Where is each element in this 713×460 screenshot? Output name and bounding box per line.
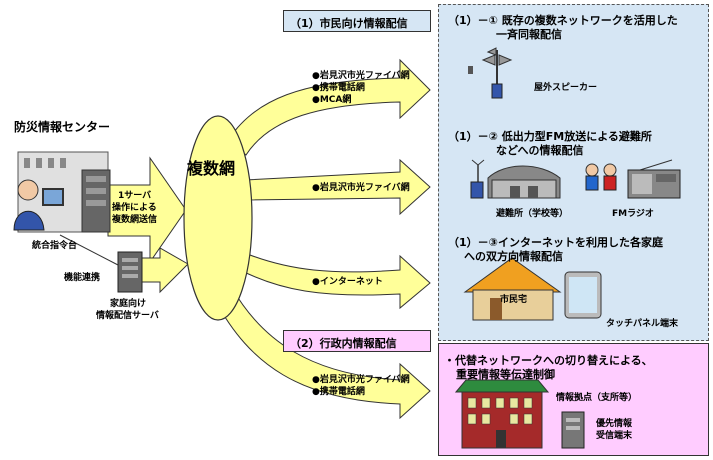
panel3-title-2: への双方向情報配信 (464, 250, 563, 263)
terminal-label-2: 受信端末 (596, 431, 633, 441)
arrow-route-4 (214, 287, 431, 420)
priority-terminal-icon (561, 411, 585, 449)
radio-label: FMラジオ (612, 209, 654, 219)
gov-header: （2）行政内情報配信 (290, 337, 397, 350)
panel1-title-2: 一斉同報配信 (496, 28, 562, 41)
server-icon (117, 251, 143, 293)
route2-label: ●岩見沢市光ファイバ網 (312, 183, 410, 193)
panel3-title-1: （1）－③インターネットを利用した各家庭 (448, 236, 663, 249)
route4-label-1: ●岩見沢市光ファイバ網 (312, 375, 410, 385)
center-title: 防災情報センター (14, 120, 111, 134)
info-base-building-icon (454, 379, 550, 449)
route1-label-3: ●MCA網 (312, 95, 352, 105)
speaker-label: 屋外スピーカー (534, 83, 598, 93)
panel1-title-1: （1）－① 既存の複数ネットワークを活用した (448, 14, 678, 27)
house-label: 市民宅 (500, 295, 528, 305)
shelter-label: 避難所（学校等） (496, 209, 569, 219)
house-icon (463, 257, 562, 321)
server-label-2: 情報配信サーバ (96, 311, 159, 321)
antenna-icon (470, 159, 485, 199)
arrow-route-3 (239, 254, 431, 310)
speaker-icon (468, 47, 513, 99)
route4-label-2: ●携帯電話網 (312, 387, 365, 397)
info-base-label: 情報拠点（支所等） (556, 393, 638, 403)
link-label: 機能連携 (64, 273, 101, 283)
route1-label-1: ●岩見沢市光ファイバ網 (312, 71, 410, 81)
fm-radio-icon (627, 159, 681, 199)
tablet-icon (564, 271, 602, 319)
terminal-label-1: 優先情報 (596, 419, 633, 429)
arrow-return (139, 247, 189, 294)
citizen-header: （1）市民向け情報配信 (290, 17, 408, 30)
panel4-title-2: 重要情報等伝達制御 (456, 368, 555, 381)
gov-header-box: （2）行政内情報配信 (283, 330, 431, 352)
arrow-route-2 (244, 158, 431, 216)
arrow-operation (107, 156, 187, 264)
command-desk-label: 統合指令台 (32, 241, 78, 251)
tablet-label: タッチパネル端末 (606, 319, 679, 329)
center-building-icon (13, 151, 111, 233)
route1-label-2: ●携帯電話網 (312, 83, 365, 93)
hub-label: 複数網 (187, 159, 236, 178)
operation-text-2: 操作による (112, 203, 157, 213)
operation-text-3: 複数網送信 (112, 215, 158, 225)
panel2-title-2: などへの情報配信 (496, 144, 584, 157)
route3-label: ●インターネット (312, 277, 383, 287)
citizen-header-box: （1）市民向け情報配信 (283, 10, 431, 32)
server-label-1: 家庭向け (110, 299, 147, 309)
panel4-title-1: ・代替ネットワークへの切り替えによる、 (444, 354, 653, 367)
shelter-building-icon (487, 165, 561, 199)
arrow-route-1 (227, 58, 431, 156)
children-icon (585, 163, 617, 191)
operation-text-1: 1サーバ (118, 191, 152, 201)
panel2-title-1: （1）－② 低出力型FM放送による避難所 (448, 130, 652, 143)
hub-ellipse (183, 115, 253, 321)
